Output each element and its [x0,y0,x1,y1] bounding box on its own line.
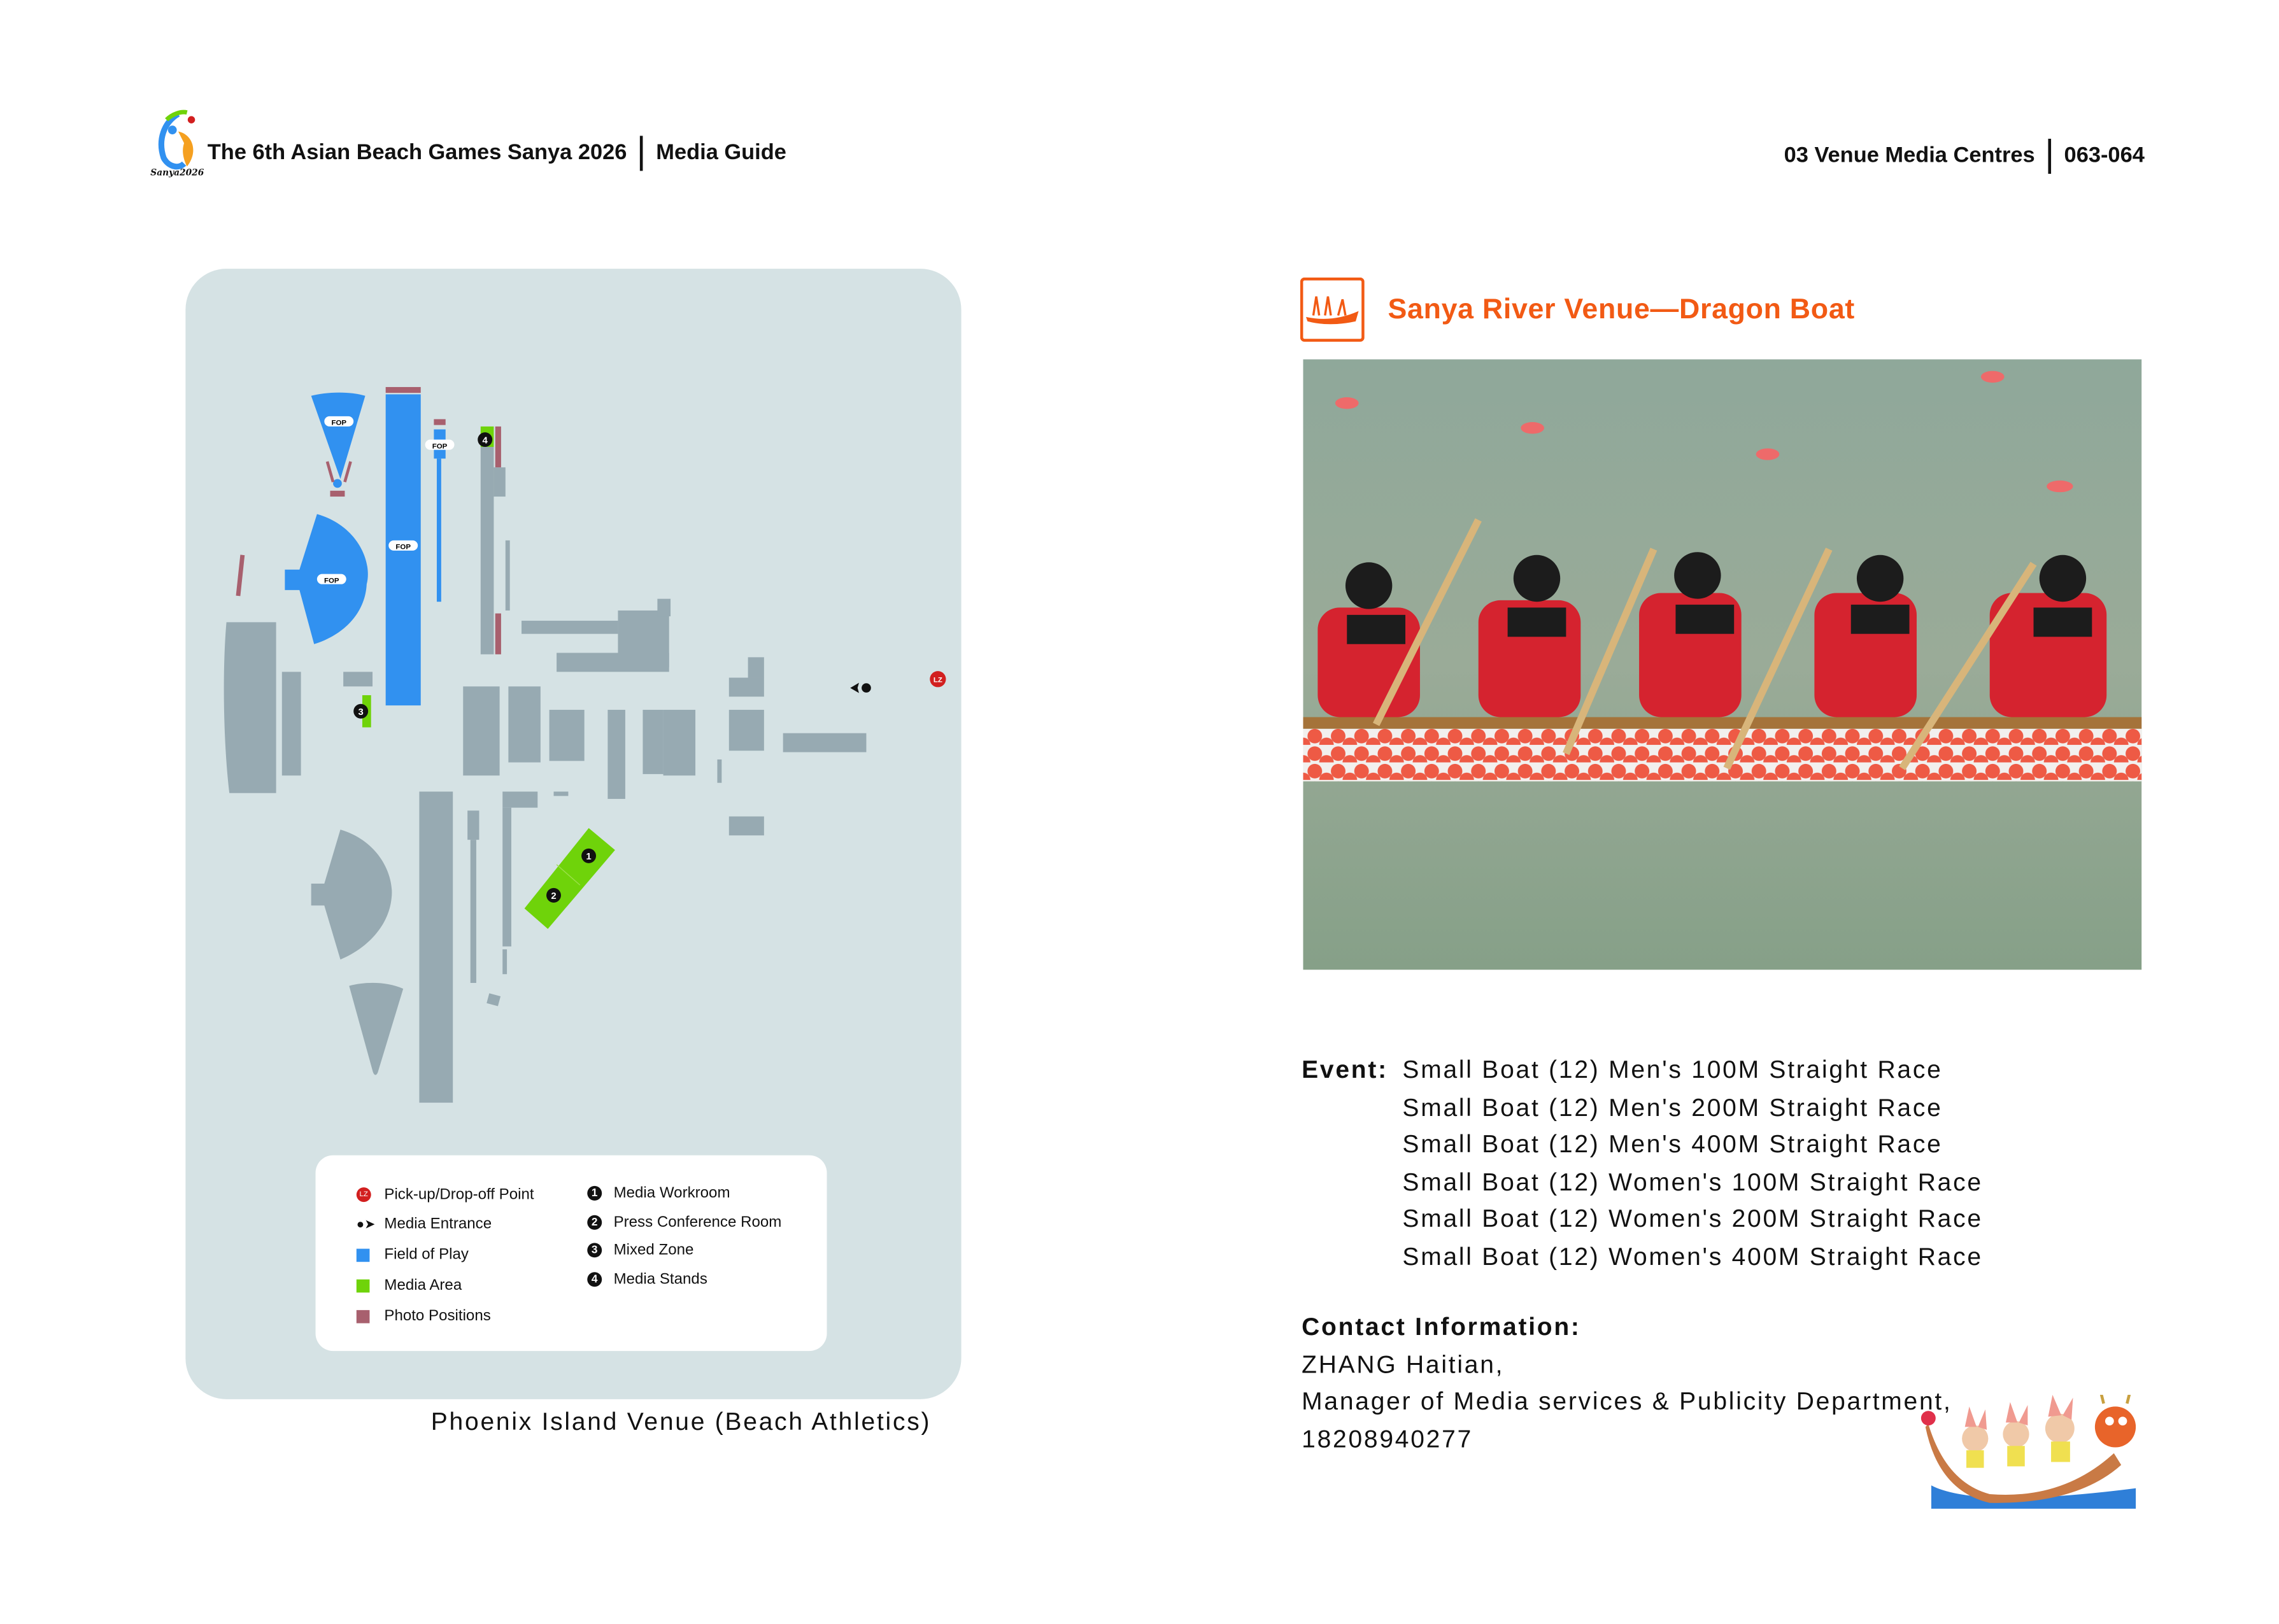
svg-text:Sanya2026: Sanya2026 [150,167,204,178]
field-of-play-swatch [356,1248,370,1262]
marker-2: 2 [551,891,556,901]
media-entrance-icon [850,682,871,693]
header-divider [2048,138,2051,174]
fop-labels: FOP FOP FOP FOP [316,416,455,584]
event-item: Small Boat (12) Women's 200M Straight Ra… [1402,1205,1983,1234]
lz-marker: LZ [934,676,942,684]
guide-subtitle: Media Guide [656,140,786,166]
marker-4: 4 [483,435,488,446]
legend-item-entrance: ●➤Media Entrance [356,1215,492,1233]
contact-info: Contact Information: ZHANG Haitian, Mana… [1302,1309,1952,1458]
map-caption: Phoenix Island Venue (Beach Athletics) [430,1408,932,1436]
legend-item-photo: Photo Positions [356,1307,491,1325]
dragon-boat-icon [1300,277,1365,342]
buildings [224,447,867,1103]
fop-label: FOP [432,442,448,450]
event-list: Small Boat (12) Men's 100M Straight Race… [1402,1052,1982,1276]
lz-icon: LZ [356,1187,371,1203]
contact-phone: 18208940277 [1302,1425,1473,1453]
marker-3: 3 [359,707,364,717]
fop-label: FOP [395,544,411,551]
media-area-swatch [356,1278,370,1292]
fop-label: FOP [331,420,346,427]
asian-beach-games-logo: Sanya2026 [150,109,204,178]
guide-title: The 6th Asian Beach Games Sanya 2026 [207,140,627,166]
dragon-boat-photo [1303,359,2142,970]
photo-positions-swatch [356,1309,370,1323]
event-item: Small Boat (12) Men's 400M Straight Race [1402,1131,1943,1159]
legend-item-media-area: Media Area [356,1276,462,1294]
event-item: Small Boat (12) Women's 400M Straight Ra… [1402,1243,1983,1271]
section-title: 03 Venue Media Centres [1784,143,2035,168]
contact-name: ZHANG Haitian, [1302,1350,1505,1378]
legend-item-fop: Field of Play [356,1246,469,1263]
fields-of-play [285,392,446,706]
event-label: Event: [1302,1056,1388,1084]
venue-title: Sanya River Venue—Dragon Boat [1388,293,1855,326]
event-item: Small Boat (12) Men's 200M Straight Race [1402,1093,1943,1122]
event-item: Small Boat (12) Women's 100M Straight Ra… [1402,1168,1983,1196]
header-divider [640,136,643,171]
contact-role: Manager of Media services & Publicity De… [1302,1387,1952,1416]
header-right: 03 Venue Media Centres 063-064 [1784,138,2145,174]
media-entrance-icon: ●➤ [356,1215,376,1231]
photo-positions [236,386,501,654]
marker-1: 1 [586,852,591,862]
contact-label: Contact Information: [1302,1313,1581,1341]
mascot-dragon-boat-illustration [1920,1394,2136,1509]
header-left: The 6th Asian Beach Games Sanya 2026 Medi… [208,136,786,171]
event-item: Small Boat (12) Men's 100M Straight Race [1402,1056,1943,1084]
page-numbers: 063-064 [2064,143,2145,168]
fop-label: FOP [324,577,339,584]
